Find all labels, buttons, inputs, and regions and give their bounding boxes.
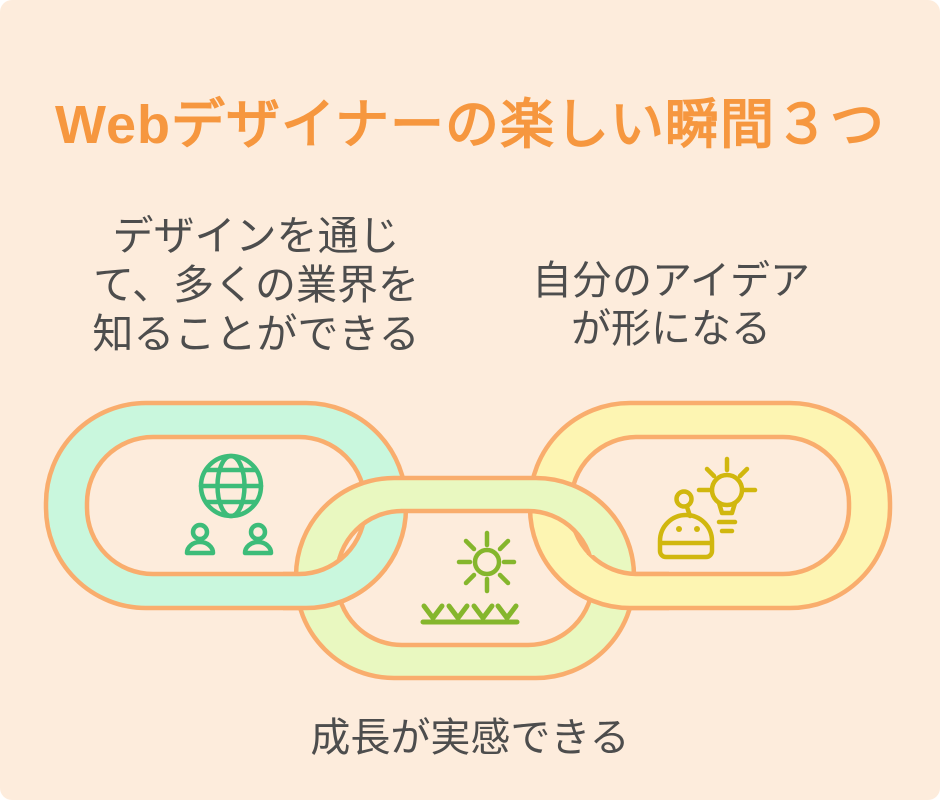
chain-link-middle — [293, 475, 637, 681]
lightbulb-icon — [696, 456, 758, 534]
page-title: Webデザイナーの楽しい瞬間３つ — [55, 95, 885, 155]
label-left-link: デザインを通じ て、多くの業界を 知ることができる — [92, 213, 420, 357]
robot-eyes — [676, 526, 700, 532]
globe-icon — [198, 453, 264, 519]
label-right-link: 自分のアイデア が形になる — [532, 259, 810, 351]
sprouts-icon — [420, 603, 520, 625]
robot-idea-icon — [657, 489, 715, 560]
people-icon — [184, 522, 274, 556]
sun-icon — [456, 530, 517, 594]
label-middle-link: 成長が実感できる — [310, 716, 630, 760]
chain-link-right — [527, 400, 893, 611]
chain-links — [43, 400, 893, 681]
